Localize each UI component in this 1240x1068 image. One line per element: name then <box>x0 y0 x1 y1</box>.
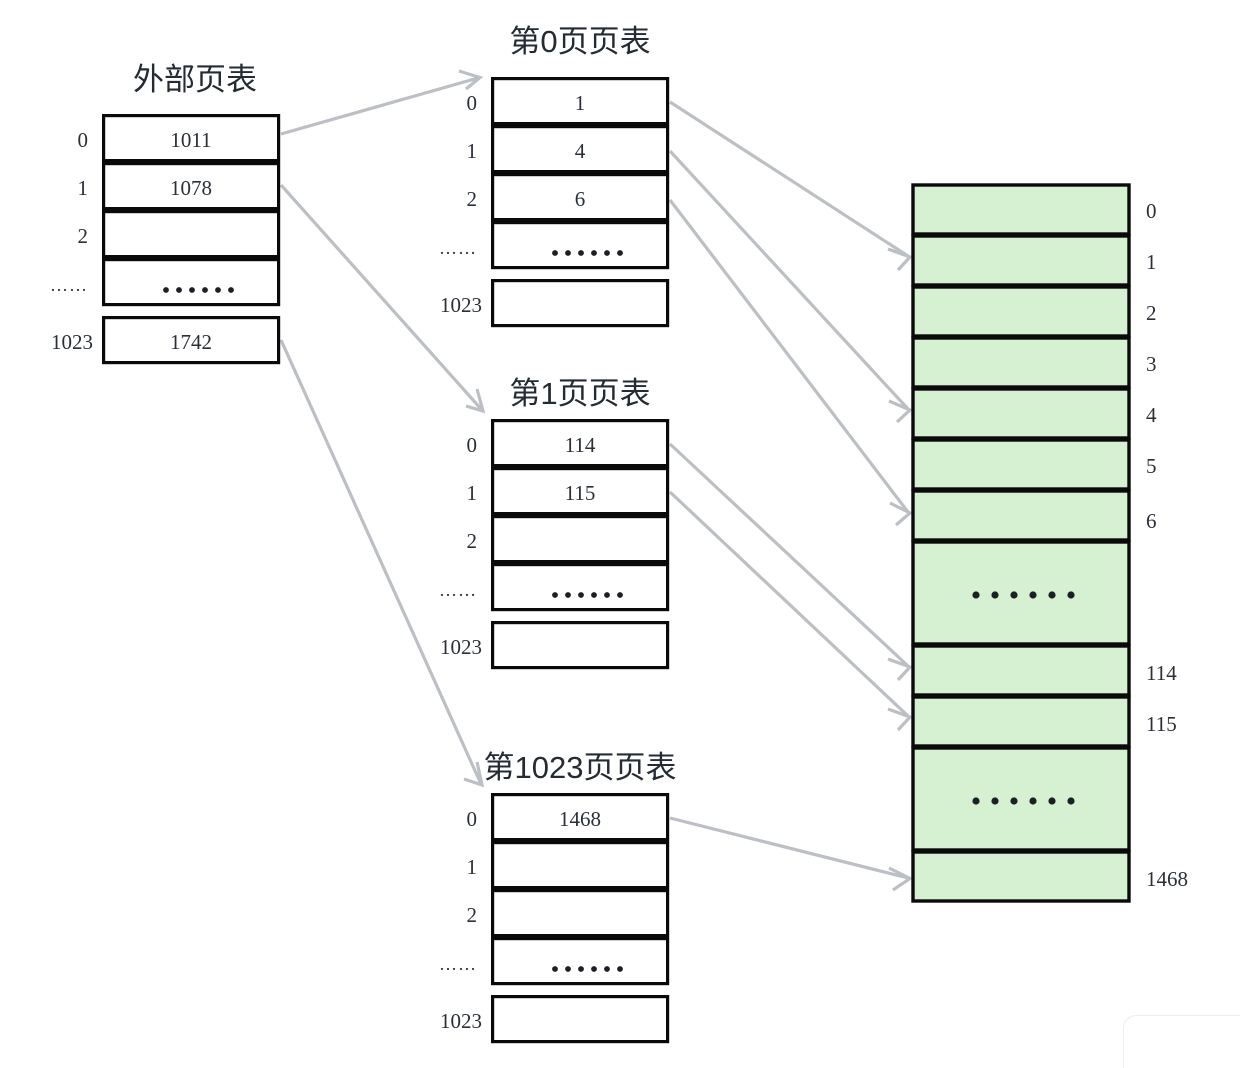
row-index-label: …… <box>439 954 477 974</box>
row-index-label: 2 <box>467 187 478 211</box>
arrow-pt1-row0-to-mem114 <box>668 442 913 682</box>
row-index-label: 2 <box>78 224 89 248</box>
memory-frame-label: 6 <box>1146 509 1157 533</box>
memory-frame-label: 4 <box>1146 403 1157 427</box>
row-index-label: 1023 <box>51 330 93 354</box>
arrow-pt0-row2-to-mem6 <box>668 199 913 527</box>
memory-frame[interactable]: 1468 <box>911 850 1188 903</box>
table-row[interactable]: 0 1 <box>467 76 670 126</box>
ellipsis-dots <box>972 797 1075 805</box>
memory-frame[interactable]: 114 <box>911 644 1177 697</box>
row-value: 1078 <box>170 176 212 200</box>
row-value: 1011 <box>170 128 211 152</box>
row-index-label: 0 <box>467 91 478 115</box>
row-index-label: 2 <box>467 903 478 927</box>
page-table-1[interactable]: 第1页页表 0 114 1 115 2 …… <box>439 376 670 670</box>
row-index-label: 0 <box>467 433 478 457</box>
row-value: 1468 <box>559 807 601 831</box>
table-row[interactable]: …… <box>439 562 670 612</box>
row-index-label: 1023 <box>440 293 482 317</box>
ellipsis-dots <box>552 966 623 972</box>
table-row[interactable]: …… <box>439 936 670 986</box>
table-row[interactable]: 1023 <box>440 279 670 328</box>
physical-memory[interactable]: 0 1 2 3 4 <box>911 183 1188 903</box>
page-table-1023[interactable]: 第1023页页表 0 1468 1 2 …… <box>439 750 677 1044</box>
row-index-label: 1 <box>467 855 478 879</box>
page-table-0-title: 第0页页表 <box>509 24 650 59</box>
row-value: 1 <box>575 91 586 115</box>
page-table-1-title: 第1页页表 <box>509 376 650 411</box>
row-value: 4 <box>575 139 586 163</box>
row-value: 114 <box>565 433 596 457</box>
memory-frame-label: 3 <box>1146 352 1157 376</box>
row-index-label: …… <box>439 238 477 258</box>
outer-page-table[interactable]: 外部页表 0 1011 1 1078 2 …… <box>50 62 281 365</box>
arrow-pt1023-row0-to-mem1468 <box>669 816 914 892</box>
table-row[interactable]: 0 1468 <box>467 792 670 842</box>
table-row[interactable]: 0 114 <box>467 419 670 468</box>
memory-frame[interactable]: 1 <box>911 234 1157 287</box>
memory-frame[interactable]: 5 <box>911 438 1157 491</box>
memory-frame[interactable] <box>911 746 1131 852</box>
memory-frame-label: 0 <box>1146 199 1157 223</box>
table-row[interactable]: 1023 <box>440 620 670 670</box>
outer-page-table-title: 外部页表 <box>133 62 257 97</box>
memory-frame[interactable]: 4 <box>911 387 1157 440</box>
arrow-outer-row0-to-pt0 <box>280 69 484 136</box>
memory-frame-label: 114 <box>1146 661 1177 685</box>
table-row[interactable]: 0 1011 <box>78 113 281 163</box>
row-index-label: 1023 <box>440 1009 482 1033</box>
memory-frame-label: 2 <box>1146 301 1157 325</box>
row-value: 1742 <box>170 330 212 354</box>
memory-frame[interactable]: 2 <box>911 285 1157 338</box>
table-row[interactable]: 2 <box>467 514 670 564</box>
table-row[interactable]: 1 115 <box>467 467 670 516</box>
table-row[interactable]: 1023 <box>440 994 670 1044</box>
table-row[interactable]: 2 <box>467 888 670 938</box>
row-index-label: 2 <box>467 529 478 553</box>
memory-frame-label: 1 <box>1146 250 1157 274</box>
row-index-label: 0 <box>78 128 89 152</box>
table-row[interactable]: 2 6 <box>467 173 670 222</box>
table-row[interactable]: 1023 1742 <box>51 316 281 365</box>
arrow-pt0-row1-to-mem4 <box>668 149 913 424</box>
memory-frame[interactable]: 115 <box>911 695 1177 748</box>
row-index-label: 0 <box>467 807 478 831</box>
row-index-label: 1 <box>467 481 478 505</box>
ellipsis-dots <box>972 591 1075 599</box>
memory-frame-label: 1468 <box>1146 867 1188 891</box>
table-row[interactable]: …… <box>50 258 281 307</box>
memory-frame-label: 115 <box>1146 712 1177 736</box>
row-value: 115 <box>565 481 596 505</box>
memory-frame[interactable]: 0 <box>911 183 1157 236</box>
row-index-label: …… <box>50 275 88 295</box>
row-value: 6 <box>575 187 586 211</box>
arrow-outer-row1-to-pt1 <box>279 183 486 414</box>
ellipsis-dots <box>163 287 234 293</box>
page-table-1023-title: 第1023页页表 <box>484 750 677 785</box>
arrow-pt1-row1-to-mem115 <box>668 490 913 732</box>
arrow-pt0-row0-to-mem1 <box>669 100 913 272</box>
row-index-label: 1023 <box>440 635 482 659</box>
row-index-label: 1 <box>467 139 478 163</box>
ellipsis-dots <box>552 250 623 256</box>
table-row[interactable]: 1 <box>467 840 670 890</box>
page-table-0[interactable]: 第0页页表 0 1 1 4 2 6 …… <box>439 24 670 328</box>
row-index-label: 1 <box>78 176 89 200</box>
ellipsis-dots <box>552 592 623 598</box>
table-row[interactable]: …… <box>439 221 670 270</box>
memory-frame-label: 5 <box>1146 454 1157 478</box>
table-row[interactable]: 1 1078 <box>78 162 281 211</box>
arrow-outer-row1023-to-pt1023 <box>279 339 485 788</box>
row-index-label: …… <box>439 580 477 600</box>
table-row[interactable]: 2 <box>78 210 281 259</box>
table-row[interactable]: 1 4 <box>467 124 670 174</box>
memory-frame[interactable]: 3 <box>911 336 1157 389</box>
memory-frame[interactable]: 6 <box>911 489 1157 542</box>
connector-arrows <box>279 69 914 892</box>
memory-frame[interactable] <box>911 540 1131 646</box>
